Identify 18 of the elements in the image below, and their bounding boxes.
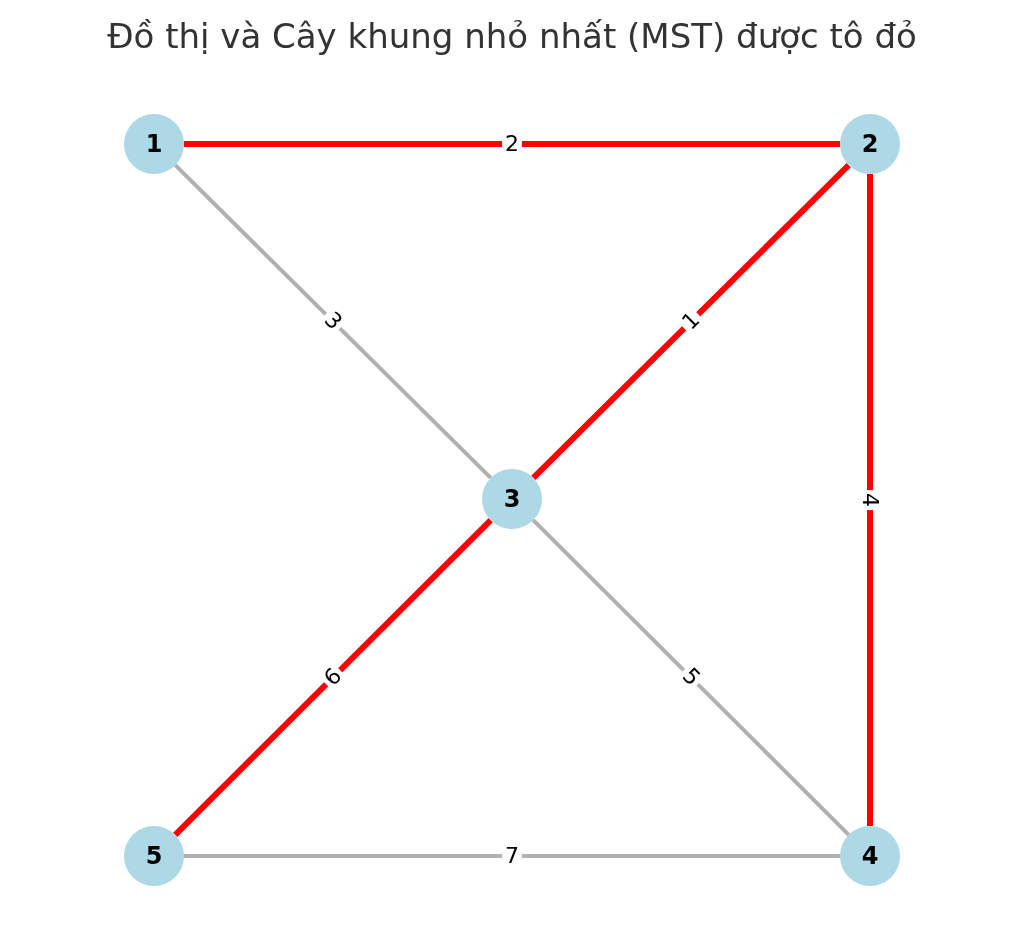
node-label: 2 xyxy=(861,130,879,158)
graph-edge xyxy=(531,518,851,837)
graph-edge xyxy=(867,174,873,826)
node-label: 4 xyxy=(861,842,879,870)
node-label: 1 xyxy=(145,130,163,158)
graph-node xyxy=(124,826,184,886)
graph-edge xyxy=(184,141,840,147)
graph-node xyxy=(482,469,542,529)
graph-edge xyxy=(173,163,493,480)
chart-title: Đồ thị và Cây khung nhỏ nhất (MST) được tô đỏ xyxy=(106,16,918,56)
graph-node xyxy=(840,826,900,886)
node-label: 3 xyxy=(503,485,521,513)
graph-node xyxy=(124,114,184,174)
graph-edge xyxy=(531,163,851,480)
node-label: 5 xyxy=(145,842,163,870)
graph-node xyxy=(840,114,900,174)
graph-edge xyxy=(173,518,493,837)
graph-edge xyxy=(184,854,840,858)
